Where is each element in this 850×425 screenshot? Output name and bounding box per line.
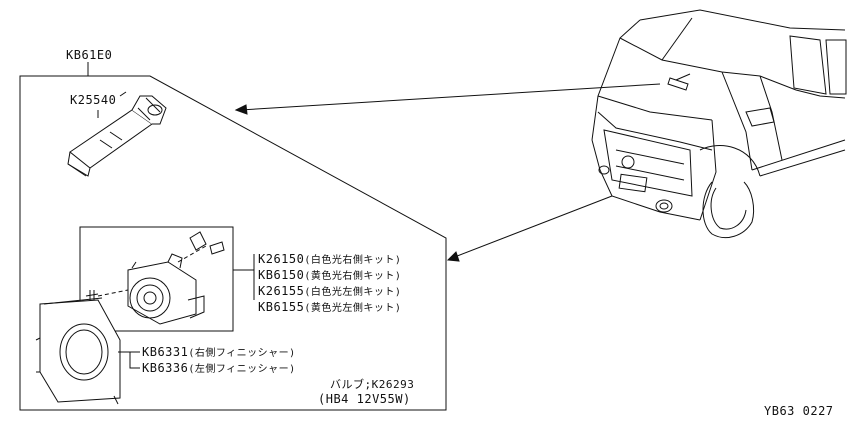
fog-lamp-entry: K26150(白色光右側キット) <box>258 252 401 268</box>
finisher-entry: KB6331(右側フィニッシャー) <box>142 345 296 361</box>
finisher-part-no: KB6331 <box>142 345 189 359</box>
fog-lamp-part-no: K26150 <box>258 252 305 266</box>
fog-lamp-part-no: KB6150 <box>258 268 305 282</box>
drawing-code: YB63 0227 <box>764 404 834 418</box>
fog-bulb-screw <box>85 231 225 302</box>
finisher-label-list: KB6331(右側フィニッシャー) KB6336(左側フィニッシャー) <box>142 345 296 377</box>
fog-lamp-entry: K26155(白色光左側キット) <box>258 284 401 300</box>
fog-lamp-label-list: K26150(白色光右側キット) KB6150(黄色光右側キット) K26155… <box>258 252 401 316</box>
fog-lamp-box <box>79 226 234 332</box>
fog-lamp-desc: (白色光右側キット) <box>304 255 402 266</box>
leader-lines <box>97 110 255 369</box>
vehicle-illustration <box>591 9 847 238</box>
finisher-desc: (右側フィニッシャー) <box>188 348 296 359</box>
fog-lamp-part-no: K26155 <box>258 284 305 298</box>
fog-lamp-finisher <box>35 297 121 405</box>
fog-lamp-desc: (黄色光右側キット) <box>304 271 402 282</box>
finisher-desc: (左側フィニッシャー) <box>188 364 296 375</box>
finisher-part-no: KB6336 <box>142 361 189 375</box>
bulb-spec-label: (HB4 12V55W) <box>318 392 411 406</box>
arrows <box>234 83 661 262</box>
bulb-label: バルブ;K26293 <box>330 378 415 391</box>
fog-lamp-desc: (黄色光左側キット) <box>304 303 402 314</box>
switch-part-label: K25540 <box>70 93 117 107</box>
assembly-frame <box>19 62 447 411</box>
fog-lamp-part-no: KB6155 <box>258 300 305 314</box>
fog-lamp-desc: (白色光左側キット) <box>304 287 402 298</box>
fog-lamp-entry: KB6150(黄色光右側キット) <box>258 268 401 284</box>
combination-switch <box>67 91 167 177</box>
finisher-entry: KB6336(左側フィニッシャー) <box>142 361 296 377</box>
assembly-part-label: KB61E0 <box>66 48 113 62</box>
fog-lamp-entry: KB6155(黄色光左側キット) <box>258 300 401 316</box>
fog-lamp <box>127 253 205 325</box>
